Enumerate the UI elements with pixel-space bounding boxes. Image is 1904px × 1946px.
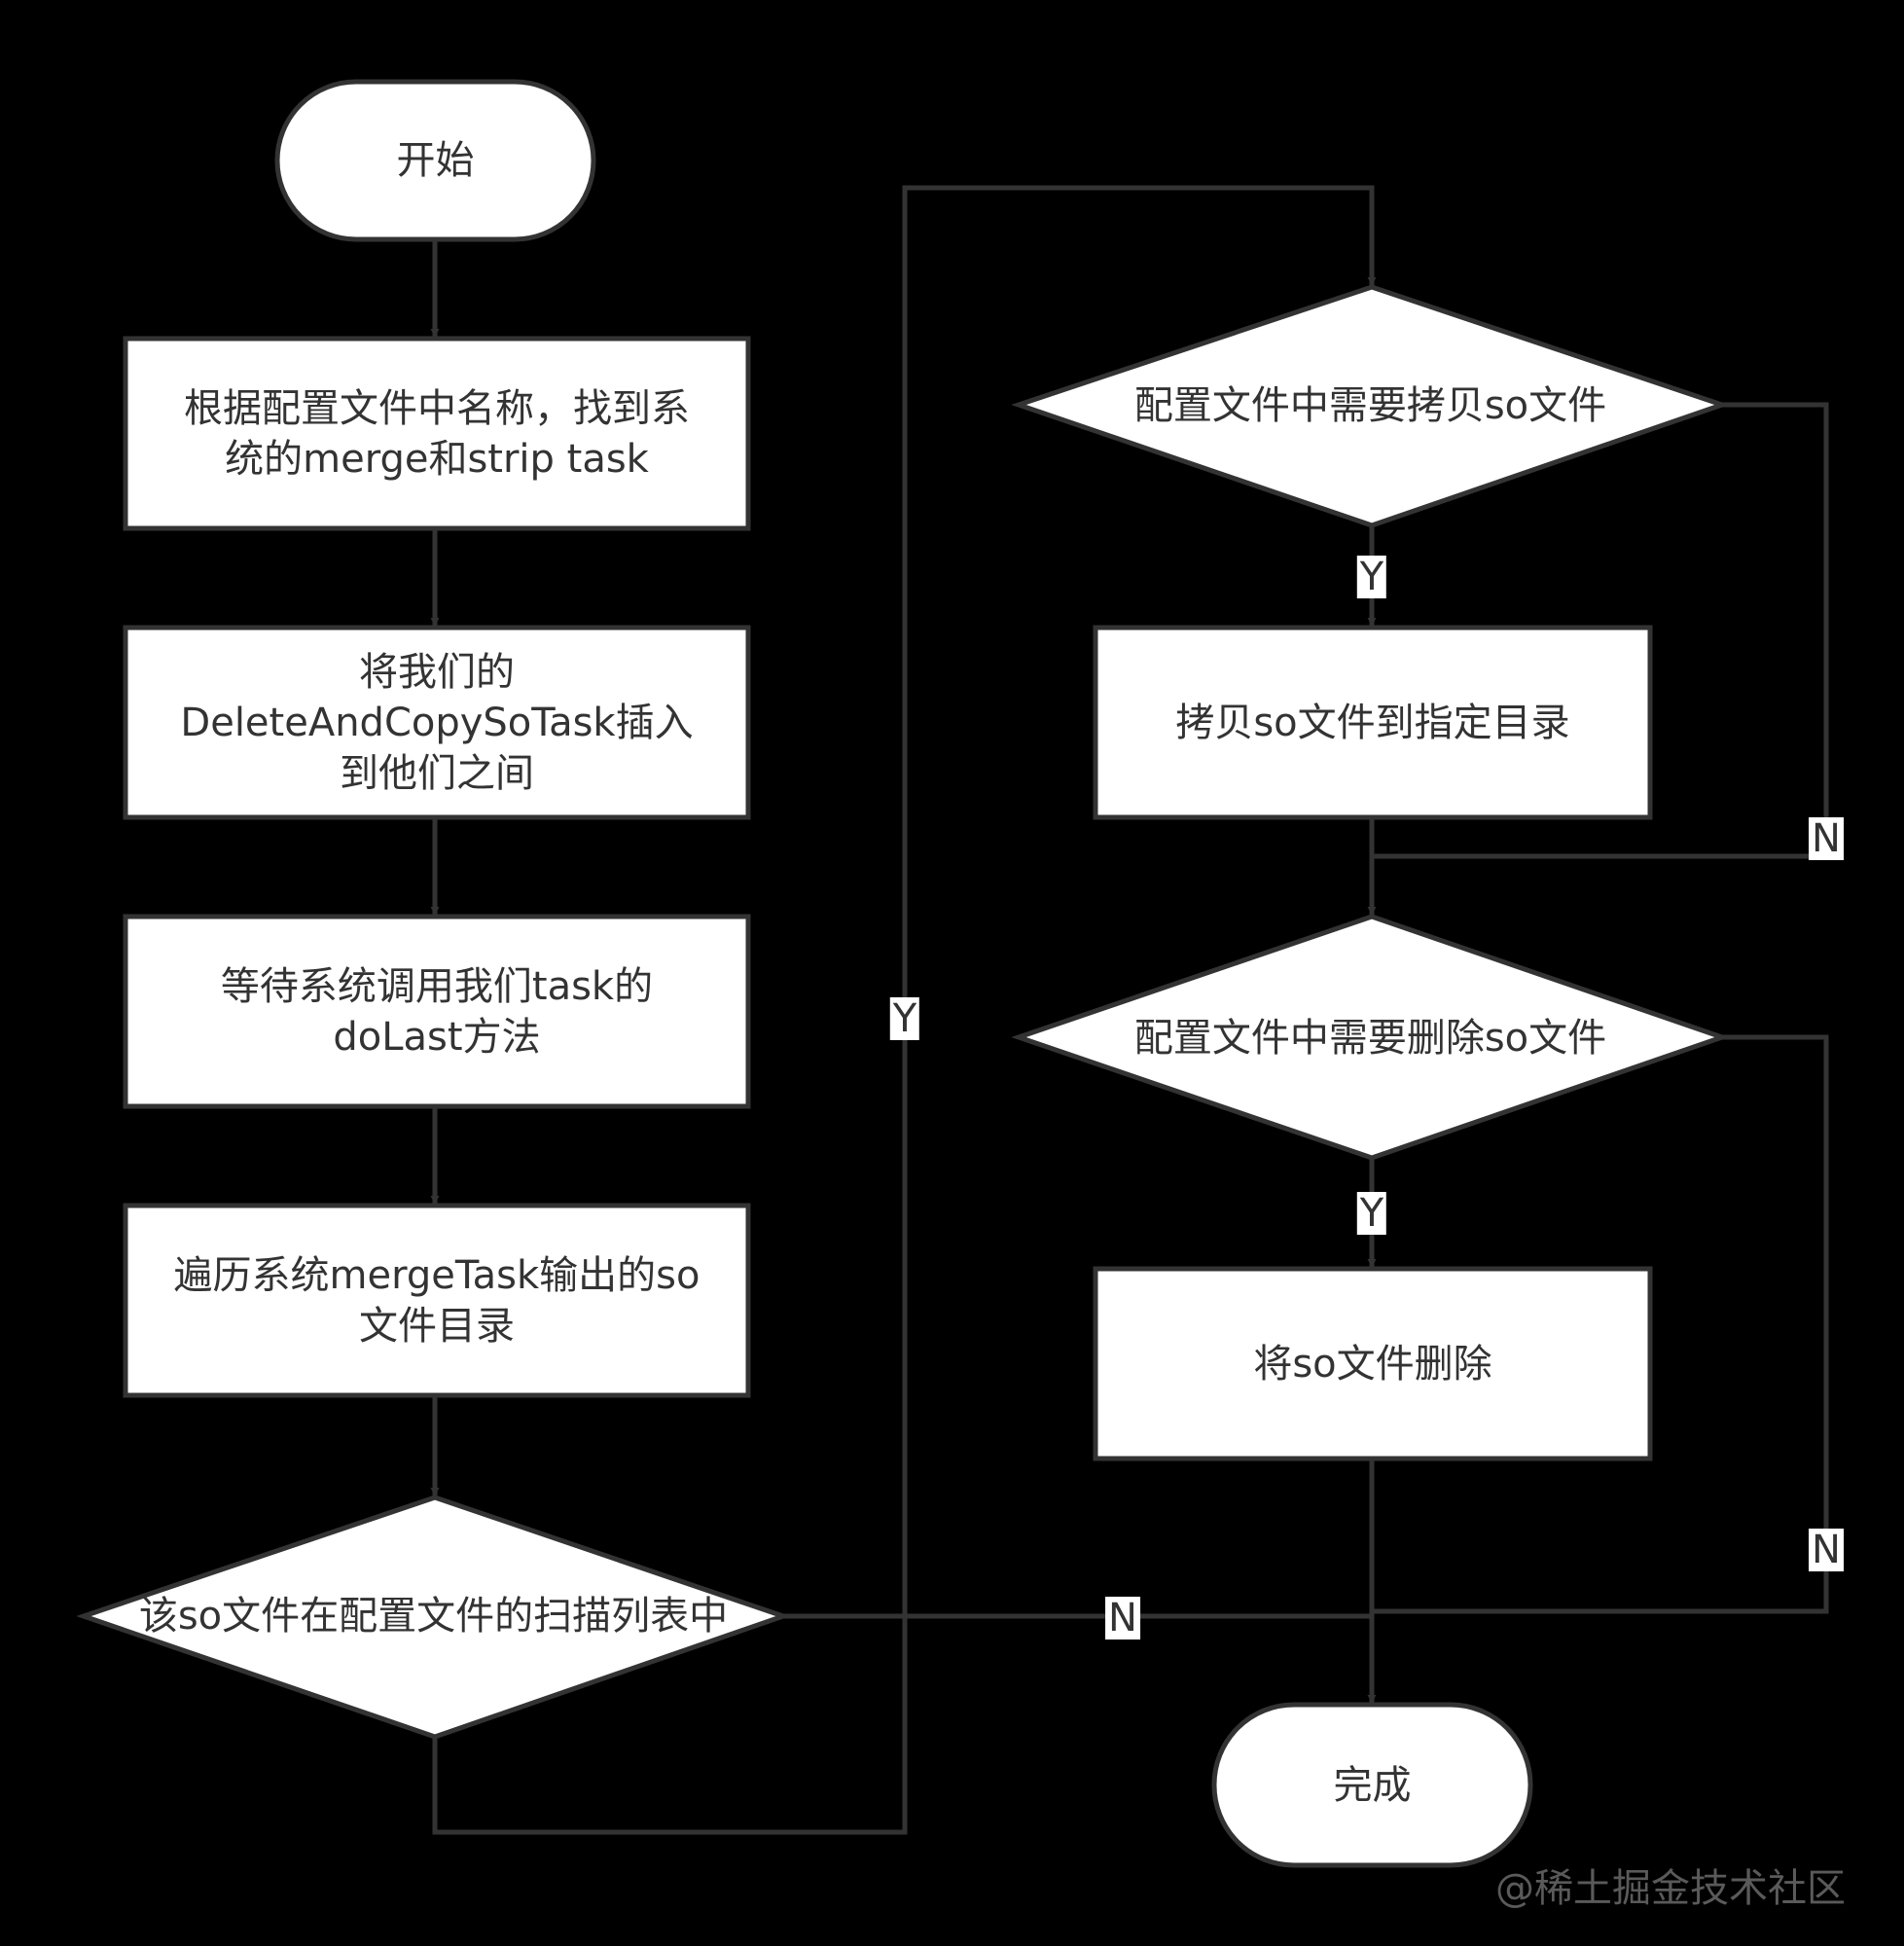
- start-terminal-shape: [274, 79, 596, 242]
- start-node: 开始: [396, 138, 475, 183]
- scan-list-decision: 该so文件在配置文件的扫描列表中: [138, 1594, 729, 1639]
- scan-no-label: N: [1105, 1597, 1140, 1640]
- scan-list-decision-shape: [76, 1495, 791, 1740]
- edge-copy-check-no: [1372, 402, 1829, 859]
- need-copy-decision: 配置文件中需要拷贝so文件: [1133, 383, 1607, 428]
- insert-task-box: [123, 625, 751, 820]
- copy-yes-label: Y: [1356, 556, 1387, 598]
- delete-so-box: [1093, 1266, 1653, 1461]
- find-tasks-node: 根据配置文件中名称，找到系 统的merge和strip task: [184, 385, 690, 482]
- done-terminal-shape: [1211, 1702, 1533, 1868]
- scan-yes-label: Y: [889, 997, 920, 1040]
- delete-no-label: N: [1809, 1529, 1844, 1571]
- traverse-dir-box: [123, 1203, 751, 1398]
- need-delete-decision: 配置文件中需要删除so文件: [1133, 1016, 1607, 1061]
- need-copy-decision-shape: [1011, 284, 1730, 528]
- traverse-dir-node: 遍历系统mergeTask输出的so 文件目录: [173, 1252, 701, 1349]
- wait-dolast-node: 等待系统调用我们task的 doLast方法: [220, 963, 654, 1060]
- delete-so-node: 将so文件删除: [1253, 1341, 1492, 1387]
- copy-no-label: N: [1809, 817, 1844, 860]
- done-node: 完成: [1333, 1762, 1412, 1808]
- delete-yes-label: Y: [1356, 1192, 1387, 1235]
- need-delete-decision-shape: [1011, 914, 1730, 1161]
- insert-task-node: 将我们的 DeleteAndCopySoTask插入 到他们之间: [180, 649, 694, 796]
- copy-so-box: [1093, 625, 1653, 820]
- edge-delete-check-no: [1372, 1034, 1829, 1614]
- watermark: @稀土掘金技术社区: [1495, 1866, 1846, 1911]
- find-tasks-box: [123, 336, 751, 531]
- wait-dolast-box: [123, 914, 751, 1109]
- copy-so-node: 拷贝so文件到指定目录: [1175, 700, 1570, 745]
